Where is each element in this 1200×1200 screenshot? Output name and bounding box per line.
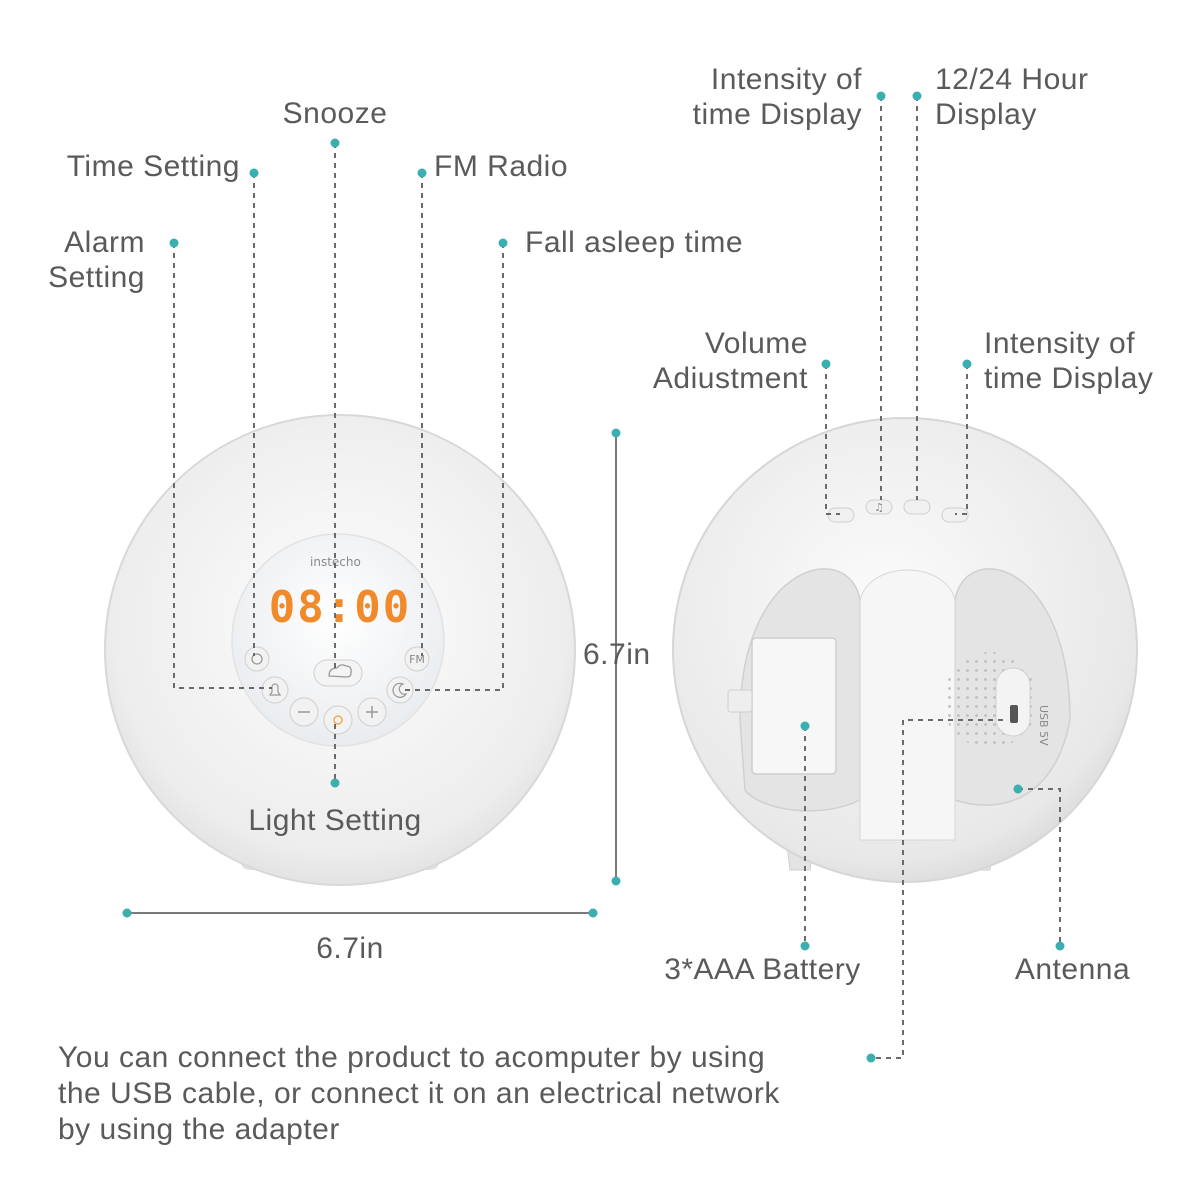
volume-button[interactable] <box>827 507 855 523</box>
label-usb-note: You can connect the product to acomputer… <box>58 1041 780 1146</box>
minus-button[interactable] <box>289 697 319 727</box>
usb-port <box>1010 705 1018 723</box>
snooze-cloud-icon <box>328 664 352 678</box>
time-display: 08:00 <box>269 582 411 633</box>
label-time-setting: Time Setting <box>66 150 240 183</box>
label-height: 6.7in <box>583 638 651 671</box>
leader-fall-asleep <box>403 243 504 691</box>
marker-dots <box>122 91 1065 1063</box>
leader-usb <box>871 719 1003 1059</box>
leader-antenna <box>1018 788 1061 946</box>
moon-icon <box>392 682 408 698</box>
label-hour-display: 12/24 Hour Display <box>935 63 1089 131</box>
label-width: 6.7in <box>316 932 384 965</box>
leader-intensity-right <box>955 364 968 515</box>
fall-asleep-button[interactable] <box>386 676 414 704</box>
leader-alarm-setting <box>173 243 272 689</box>
label-battery: 3*AAA Battery <box>664 953 861 986</box>
snooze-button[interactable] <box>313 659 363 687</box>
label-fall-asleep: Fall asleep time <box>525 226 744 259</box>
clock-icon <box>251 653 263 665</box>
time-setting-button[interactable] <box>244 646 270 672</box>
label-light-setting: Light Setting <box>248 804 422 837</box>
music-intensity-button[interactable]: ♫ <box>865 499 893 515</box>
svg-text:FM: FM <box>409 653 425 666</box>
leader-lines <box>173 96 1061 1059</box>
back-center-arch <box>859 569 956 841</box>
label-snooze: Snooze <box>282 97 388 130</box>
usb-port-label: USB 5V <box>1037 705 1050 746</box>
battery-cover <box>751 637 837 775</box>
leader-volume <box>825 364 840 515</box>
label-volume: Volume Adiustment <box>652 327 808 395</box>
light-setting-button[interactable] <box>323 705 353 735</box>
plus-icon <box>366 706 378 718</box>
label-intensity-top: Intensity of time Display <box>692 63 862 131</box>
sun-icon <box>333 715 343 725</box>
music-note-icon: ♫ <box>874 501 884 514</box>
label-fm-radio: FM Radio <box>434 150 569 183</box>
usb-port-housing <box>995 667 1031 737</box>
label-alarm-setting: Alarm Setting <box>48 226 145 294</box>
label-intensity-right: Intensity of time Display <box>984 327 1154 395</box>
battery-latch <box>727 689 753 713</box>
brand-logo: instecho <box>310 555 361 569</box>
dimension-lines <box>127 433 617 914</box>
hour-toggle-button[interactable] <box>903 499 931 515</box>
back-device: USB 5V ♫ <box>672 417 1138 883</box>
plus-button[interactable] <box>357 697 387 727</box>
label-antenna: Antenna <box>1014 953 1131 986</box>
fm-radio-button[interactable]: FM <box>404 646 430 672</box>
bell-icon <box>268 683 282 696</box>
front-device: instecho 08:00 FM <box>104 414 576 886</box>
alarm-setting-button[interactable] <box>261 676 289 704</box>
